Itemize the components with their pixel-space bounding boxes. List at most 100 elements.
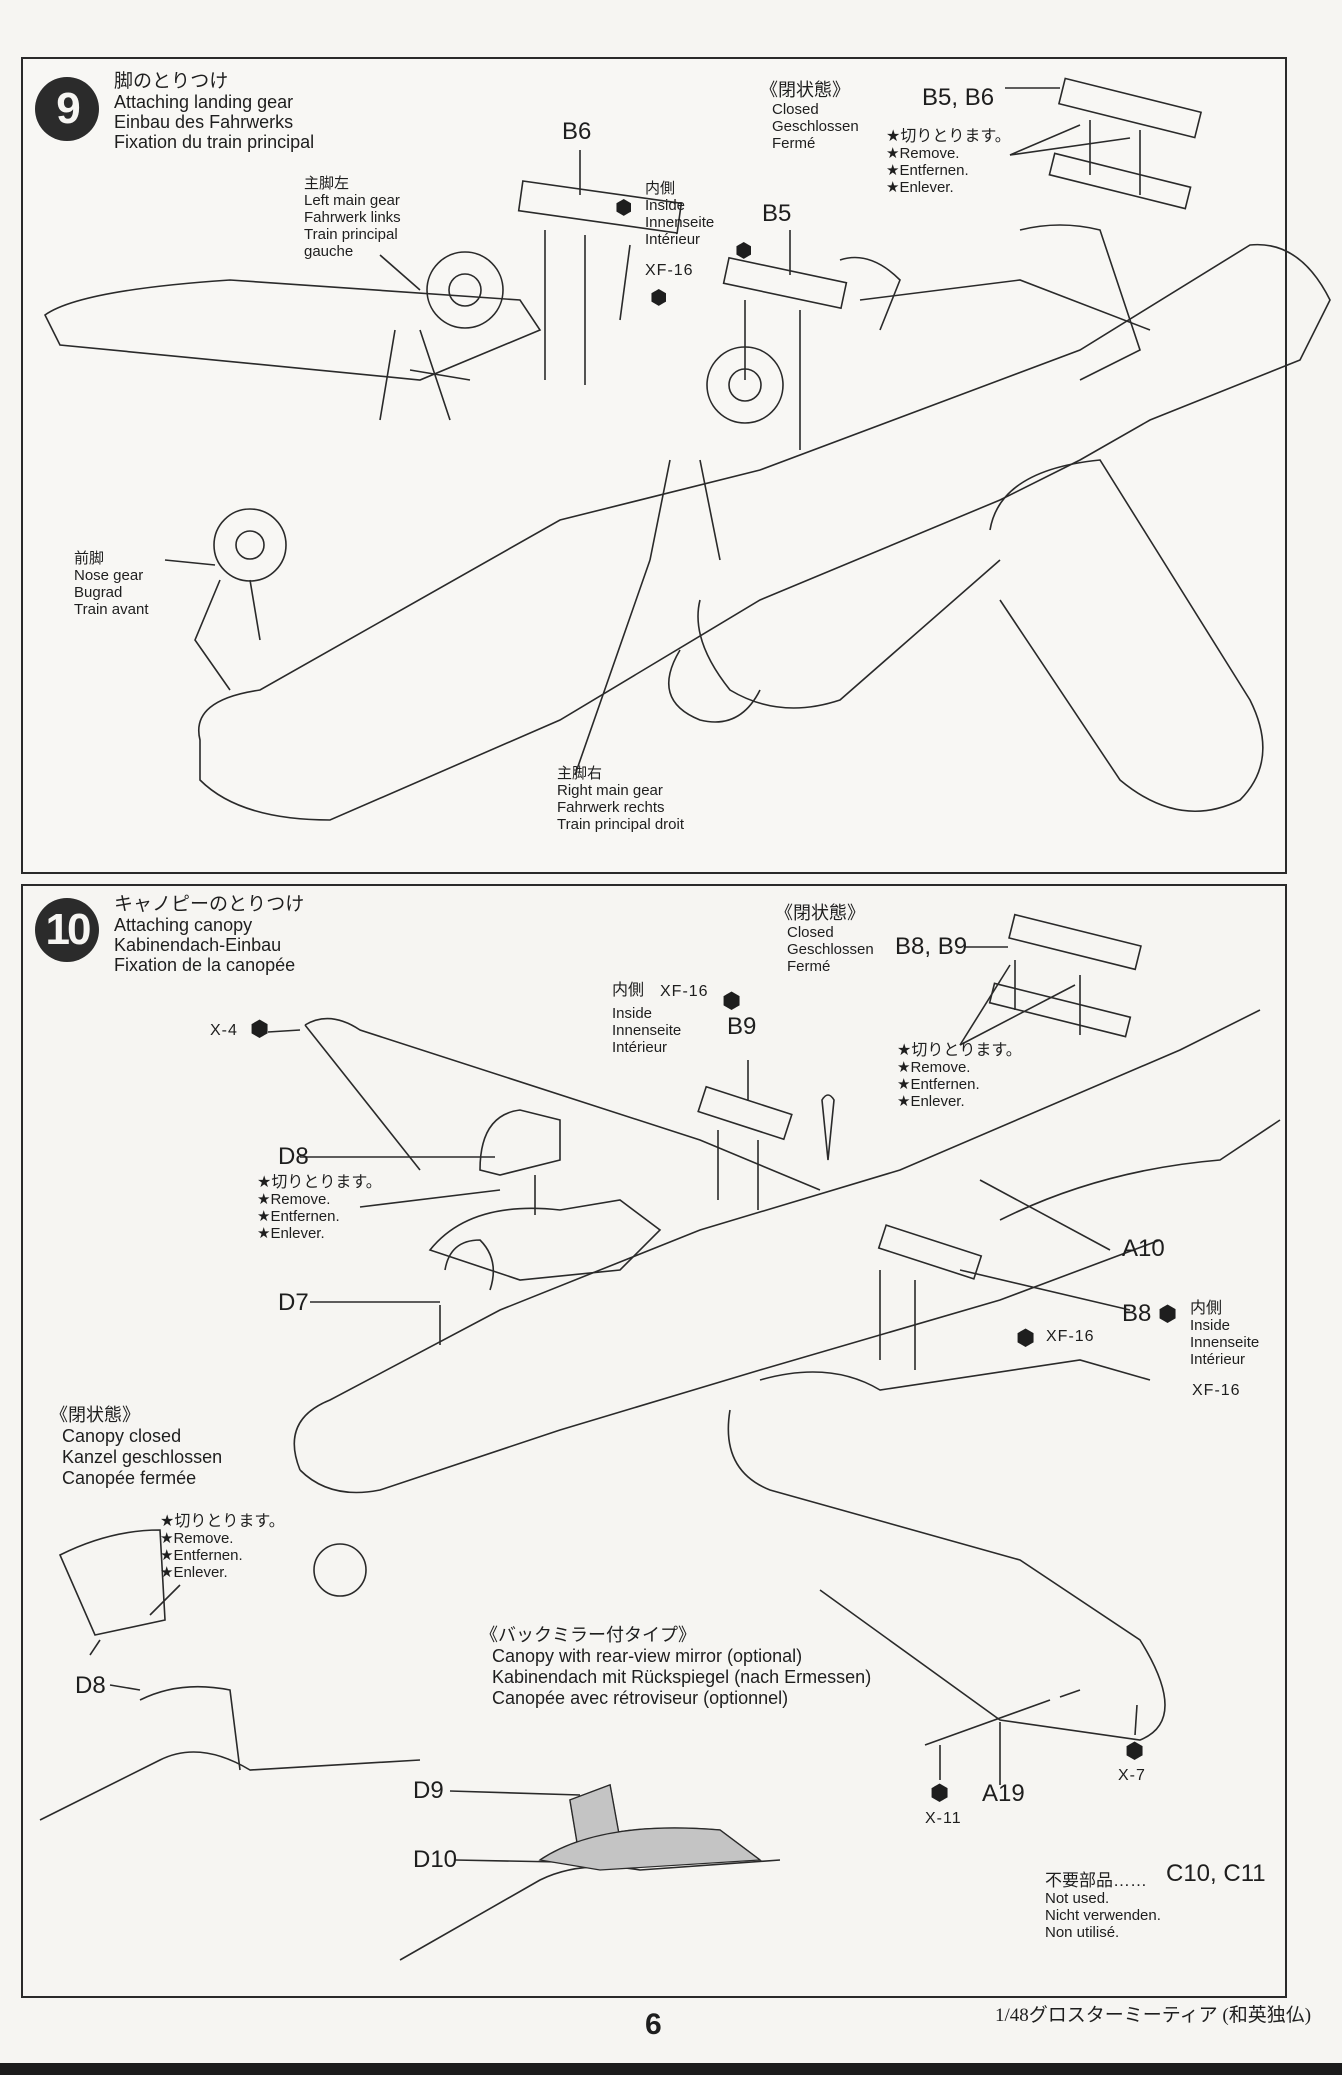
note-jp: 内側 xyxy=(1190,1300,1223,1317)
note-fr: Canopée avec rétroviseur (optionnel) xyxy=(492,1688,789,1708)
step-number: 9 xyxy=(56,84,81,133)
inside-note-b8: 内側 Inside Innenseite Intérieur xyxy=(1190,1300,1259,1368)
part-label-b5-b6: B5, B6 xyxy=(922,84,995,111)
label-de: Fahrwerk rechts xyxy=(557,799,665,816)
label-de: Bugrad xyxy=(74,584,123,601)
paint-code-xf16: XF-16 xyxy=(645,262,694,279)
part-label-b6: B6 xyxy=(562,118,592,145)
footer-title: 1/48グロスターミーティア (和英独仏) xyxy=(995,2005,1312,2026)
paint-code-x4: X-4 xyxy=(210,1022,238,1039)
note-jp: ★切りとります。 xyxy=(897,1042,1022,1059)
part-label-b8-b9: B8, B9 xyxy=(895,933,968,960)
note-jp: 《閉状態》 xyxy=(50,1405,140,1425)
paint-bottle-icon: ⬢ xyxy=(650,287,668,309)
note-jp: 《閉状態》 xyxy=(760,80,850,100)
paint-bottle-icon: ⬢ xyxy=(722,988,742,1013)
note-de: ★Entfernen. xyxy=(257,1208,340,1225)
note-en: Canopy closed xyxy=(62,1426,182,1446)
label-en: Left main gear xyxy=(304,192,400,209)
nose-gear-label: 前脚 Nose gear Bugrad Train avant xyxy=(74,550,148,618)
label-fr: Train avant xyxy=(74,601,149,618)
part-label-a19: A19 xyxy=(982,1780,1025,1807)
step-title-en: Attaching landing gear xyxy=(114,92,294,112)
label-jp: 主脚右 xyxy=(557,765,603,782)
remove-note: ★切りとります。 ★Remove. ★Entfernen. ★Enlever. xyxy=(886,128,1011,196)
not-used-parts: C10, C11 xyxy=(1166,1860,1266,1887)
remove-note: ★切りとります。 ★Remove. ★Entfernen. ★Enlever. xyxy=(897,1042,1022,1110)
paint-bottle-icon: ⬢ xyxy=(1125,1738,1145,1763)
step-title-fr: Fixation de la canopée xyxy=(114,955,296,975)
step-number: 10 xyxy=(45,905,92,954)
note-de: Geschlossen xyxy=(772,118,859,135)
note-de: ★Entfernen. xyxy=(160,1547,243,1564)
note-jp: ★切りとります。 xyxy=(160,1513,285,1530)
remove-note: ★切りとります。 ★Remove. ★Entfernen. ★Enlever. xyxy=(257,1174,382,1242)
note-en: Closed xyxy=(772,101,819,118)
label-de: Fahrwerk links xyxy=(304,209,401,226)
part-label-b9: B9 xyxy=(727,1013,757,1040)
note-jp: 内側 xyxy=(645,180,676,197)
step-title-de: Einbau des Fahrwerks xyxy=(114,112,294,132)
note-de: Geschlossen xyxy=(787,941,874,958)
note-de: Innenseite xyxy=(1190,1334,1260,1351)
label-jp: 主脚左 xyxy=(304,175,350,192)
left-main-gear-label: 主脚左 Left main gear Fahrwerk links Train … xyxy=(304,175,401,260)
part-label-b8: B8 xyxy=(1122,1300,1152,1327)
note-de: Kanzel geschlossen xyxy=(62,1447,223,1467)
note-de: Innenseite xyxy=(612,1022,682,1039)
note-fr: Intérieur xyxy=(612,1039,668,1056)
d10-canopy-highlight xyxy=(538,1827,762,1871)
note-en: Closed xyxy=(787,924,834,941)
part-label-b5: B5 xyxy=(762,200,792,227)
label-fr: Train principal xyxy=(304,226,398,243)
note-fr: Canopée fermée xyxy=(62,1468,197,1488)
step-10-panel xyxy=(21,884,1287,1998)
part-label-a10: A10 xyxy=(1122,1235,1165,1262)
right-main-gear-label: 主脚右 Right main gear Fahrwerk rechts Trai… xyxy=(557,765,684,833)
note-en: Canopy with rear-view mirror (optional) xyxy=(492,1646,803,1666)
paint-code-xf16: XF-16 xyxy=(660,983,709,1000)
note-en: Inside xyxy=(1190,1317,1231,1334)
inside-note: Inside Innenseite Intérieur xyxy=(612,1005,681,1056)
step-title-jp: 脚のとりつけ xyxy=(114,71,229,92)
closed-state-note: 《閉状態》 Closed Geschlossen Fermé xyxy=(775,903,874,975)
remove-note: ★切りとります。 ★Remove. ★Entfernen. ★Enlever. xyxy=(160,1513,285,1581)
note-de: ★Entfernen. xyxy=(886,162,969,179)
note-fr: Non utilisé. xyxy=(1045,1924,1120,1941)
note-fr: ★Enlever. xyxy=(886,179,954,196)
step-title-en: Attaching canopy xyxy=(114,915,253,935)
step9-aircraft-drawing xyxy=(43,77,1331,821)
note-de: Nicht verwenden. xyxy=(1045,1907,1161,1924)
paint-bottle-icon: ⬢ xyxy=(735,240,753,262)
note-en: Not used. xyxy=(1045,1890,1110,1907)
paint-bottle-icon: ⬢ xyxy=(1016,1325,1036,1350)
mirror-option-note: 《バックミラー付タイプ》 Canopy with rear-view mirro… xyxy=(480,1625,871,1709)
note-fr: Fermé xyxy=(787,958,831,975)
paint-code-xf16: XF-16 xyxy=(1046,1328,1095,1345)
note-de: ★Entfernen. xyxy=(897,1076,980,1093)
part-label-d8-closed: D8 xyxy=(75,1672,106,1699)
note-fr: Intérieur xyxy=(645,231,701,248)
note-de: Innenseite xyxy=(645,214,715,231)
step-title-de: Kabinendach-Einbau xyxy=(114,935,282,955)
step-title: キャノピーのとりつけ Attaching canopy Kabinendach-… xyxy=(114,894,305,976)
note-fr: Intérieur xyxy=(1190,1351,1246,1368)
note-fr: ★Enlever. xyxy=(160,1564,228,1581)
step-number-badge: 9 xyxy=(35,77,99,141)
not-used-jp: 不要部品…… xyxy=(1045,1871,1147,1890)
scan-edge xyxy=(0,2063,1342,2075)
note-jp: ★切りとります。 xyxy=(886,128,1011,145)
note-fr: Fermé xyxy=(772,135,816,152)
part-label-d9: D9 xyxy=(413,1777,444,1804)
part-label-d8: D8 xyxy=(278,1143,309,1170)
paint-bottle-icon: ⬢ xyxy=(930,1780,950,1805)
label-fr: Train principal droit xyxy=(557,816,684,833)
note-en: Inside xyxy=(645,197,686,214)
inside-paint-note: 内側 Inside Innenseite Intérieur xyxy=(645,180,714,248)
step-title-jp: キャノピーのとりつけ xyxy=(114,894,305,915)
closed-state-note: 《閉状態》 Closed Geschlossen Fermé xyxy=(760,80,859,152)
note-jp: 《閉状態》 xyxy=(775,903,865,923)
inside-note-jp: 内側 xyxy=(612,982,645,999)
canopy-closed-note: 《閉状態》 Canopy closed Kanzel geschlossen C… xyxy=(50,1405,222,1489)
note-en: ★Remove. xyxy=(897,1059,971,1076)
